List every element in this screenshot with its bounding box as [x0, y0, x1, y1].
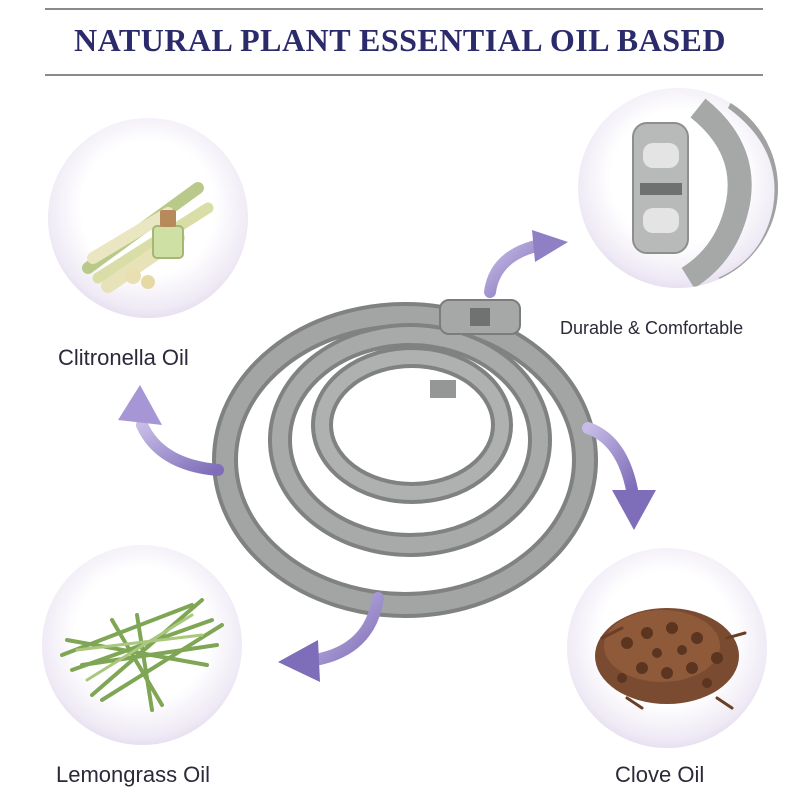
lemongrass-image — [42, 545, 242, 745]
flow-arrow-bottom-right — [582, 422, 656, 530]
flow-arrow-bottom-left — [278, 592, 384, 682]
top-divider — [45, 8, 763, 10]
lemongrass-label: Lemongrass Oil — [56, 762, 211, 787]
clove-image — [567, 548, 767, 748]
clove-label: Clove Oil — [615, 762, 705, 787]
citronella-label: Clitronella Oil — [58, 345, 189, 370]
wristband-image — [212, 299, 598, 618]
clove-pile-icon — [595, 608, 747, 710]
page-title: NATURAL PLANT ESSENTIAL OIL BASED — [74, 22, 726, 58]
durable-image — [578, 88, 778, 288]
buckle-clasp-icon — [632, 88, 778, 288]
citronella-image — [48, 118, 248, 318]
lemongrass-bottle-icon — [82, 182, 214, 293]
flow-arrow-top-right — [484, 230, 568, 298]
durable-label: Durable & Comfortable — [560, 318, 744, 338]
bottom-divider — [45, 74, 763, 76]
flow-arrow-top-left — [118, 385, 224, 476]
grass-stalks-icon — [60, 598, 224, 712]
